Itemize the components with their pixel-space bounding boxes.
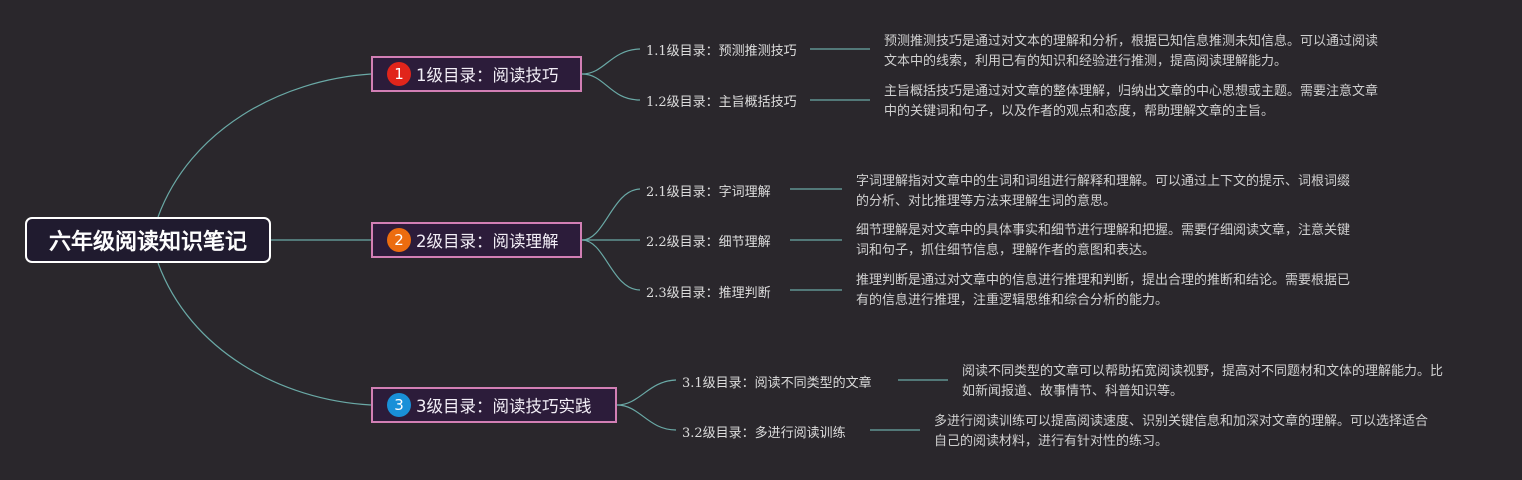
- branch-label-3: 3级目录：阅读技巧实践: [416, 397, 592, 416]
- description-2-2: 细节理解是对文章中的具体事实和细节进行理解和把握。需要仔细阅读文章，注意关键词和…: [856, 223, 1351, 258]
- description-1-1: 预测推测技巧是通过对文本的理解和分析，根据已知信息推测未知信息。可以通过阅读文本…: [884, 34, 1379, 69]
- subtopic-1-2[interactable]: 1.2级目录：主旨概括技巧: [646, 95, 797, 110]
- link-2-1: [581, 188, 641, 241]
- link-3-2: [616, 404, 677, 431]
- description-3-2: 多进行阅读训练可以提高阅读速度、识别关键信息和加深对文章的理解。可以选择适合自己…: [934, 414, 1429, 449]
- subtopic-2-2[interactable]: 2.2级目录：细节理解: [646, 235, 771, 250]
- priority-2-icon: 2: [387, 228, 411, 252]
- priority-3-icon: 3: [387, 393, 411, 417]
- priority-1-icon: 1: [387, 62, 411, 86]
- description-1-2: 主旨概括技巧是通过对文章的整体理解，归纳出文章的中心思想或主题。需要注意文章中的…: [884, 84, 1379, 119]
- subtopic-2-3[interactable]: 2.3级目录：推理判断: [646, 286, 771, 301]
- subtopic-3-2[interactable]: 3.2级目录：多进行阅读训练: [682, 426, 846, 441]
- branch-node-3[interactable]: 3 3级目录：阅读技巧实践: [371, 387, 617, 423]
- subtopic-3-1[interactable]: 3.1级目录：阅读不同类型的文章: [682, 376, 872, 391]
- branch-node-2[interactable]: 2 2级目录：阅读理解: [371, 222, 582, 258]
- branch-node-1[interactable]: 1 1级目录：阅读技巧: [371, 56, 582, 92]
- link-1-1: [581, 48, 641, 75]
- link-2-3: [581, 239, 641, 291]
- link-1-2: [581, 73, 641, 101]
- link-root-branch-1: [157, 73, 372, 218]
- branch-label-1: 1级目录：阅读技巧: [416, 66, 559, 85]
- subtopic-2-1[interactable]: 2.1级目录：字词理解: [646, 185, 771, 200]
- subtopic-1-1[interactable]: 1.1级目录：预测推测技巧: [646, 44, 797, 59]
- description-2-3: 推理判断是通过对文章中的信息进行推理和判断，提出合理的推断和结论。需要根据已有的…: [856, 273, 1351, 308]
- description-3-1: 阅读不同类型的文章可以帮助拓宽阅读视野，提高对不同题材和文体的理解能力。比如新闻…: [962, 364, 1444, 399]
- link-3-1: [616, 379, 677, 406]
- root-node[interactable]: 六年级阅读知识笔记: [25, 217, 271, 263]
- branch-label-2: 2级目录：阅读理解: [416, 232, 559, 251]
- root-label: 六年级阅读知识笔记: [48, 230, 247, 255]
- description-2-1: 字词理解指对文章中的生词和词组进行解释和理解。可以通过上下文的提示、词根词缀的分…: [856, 174, 1351, 209]
- link-root-branch-3: [157, 262, 372, 406]
